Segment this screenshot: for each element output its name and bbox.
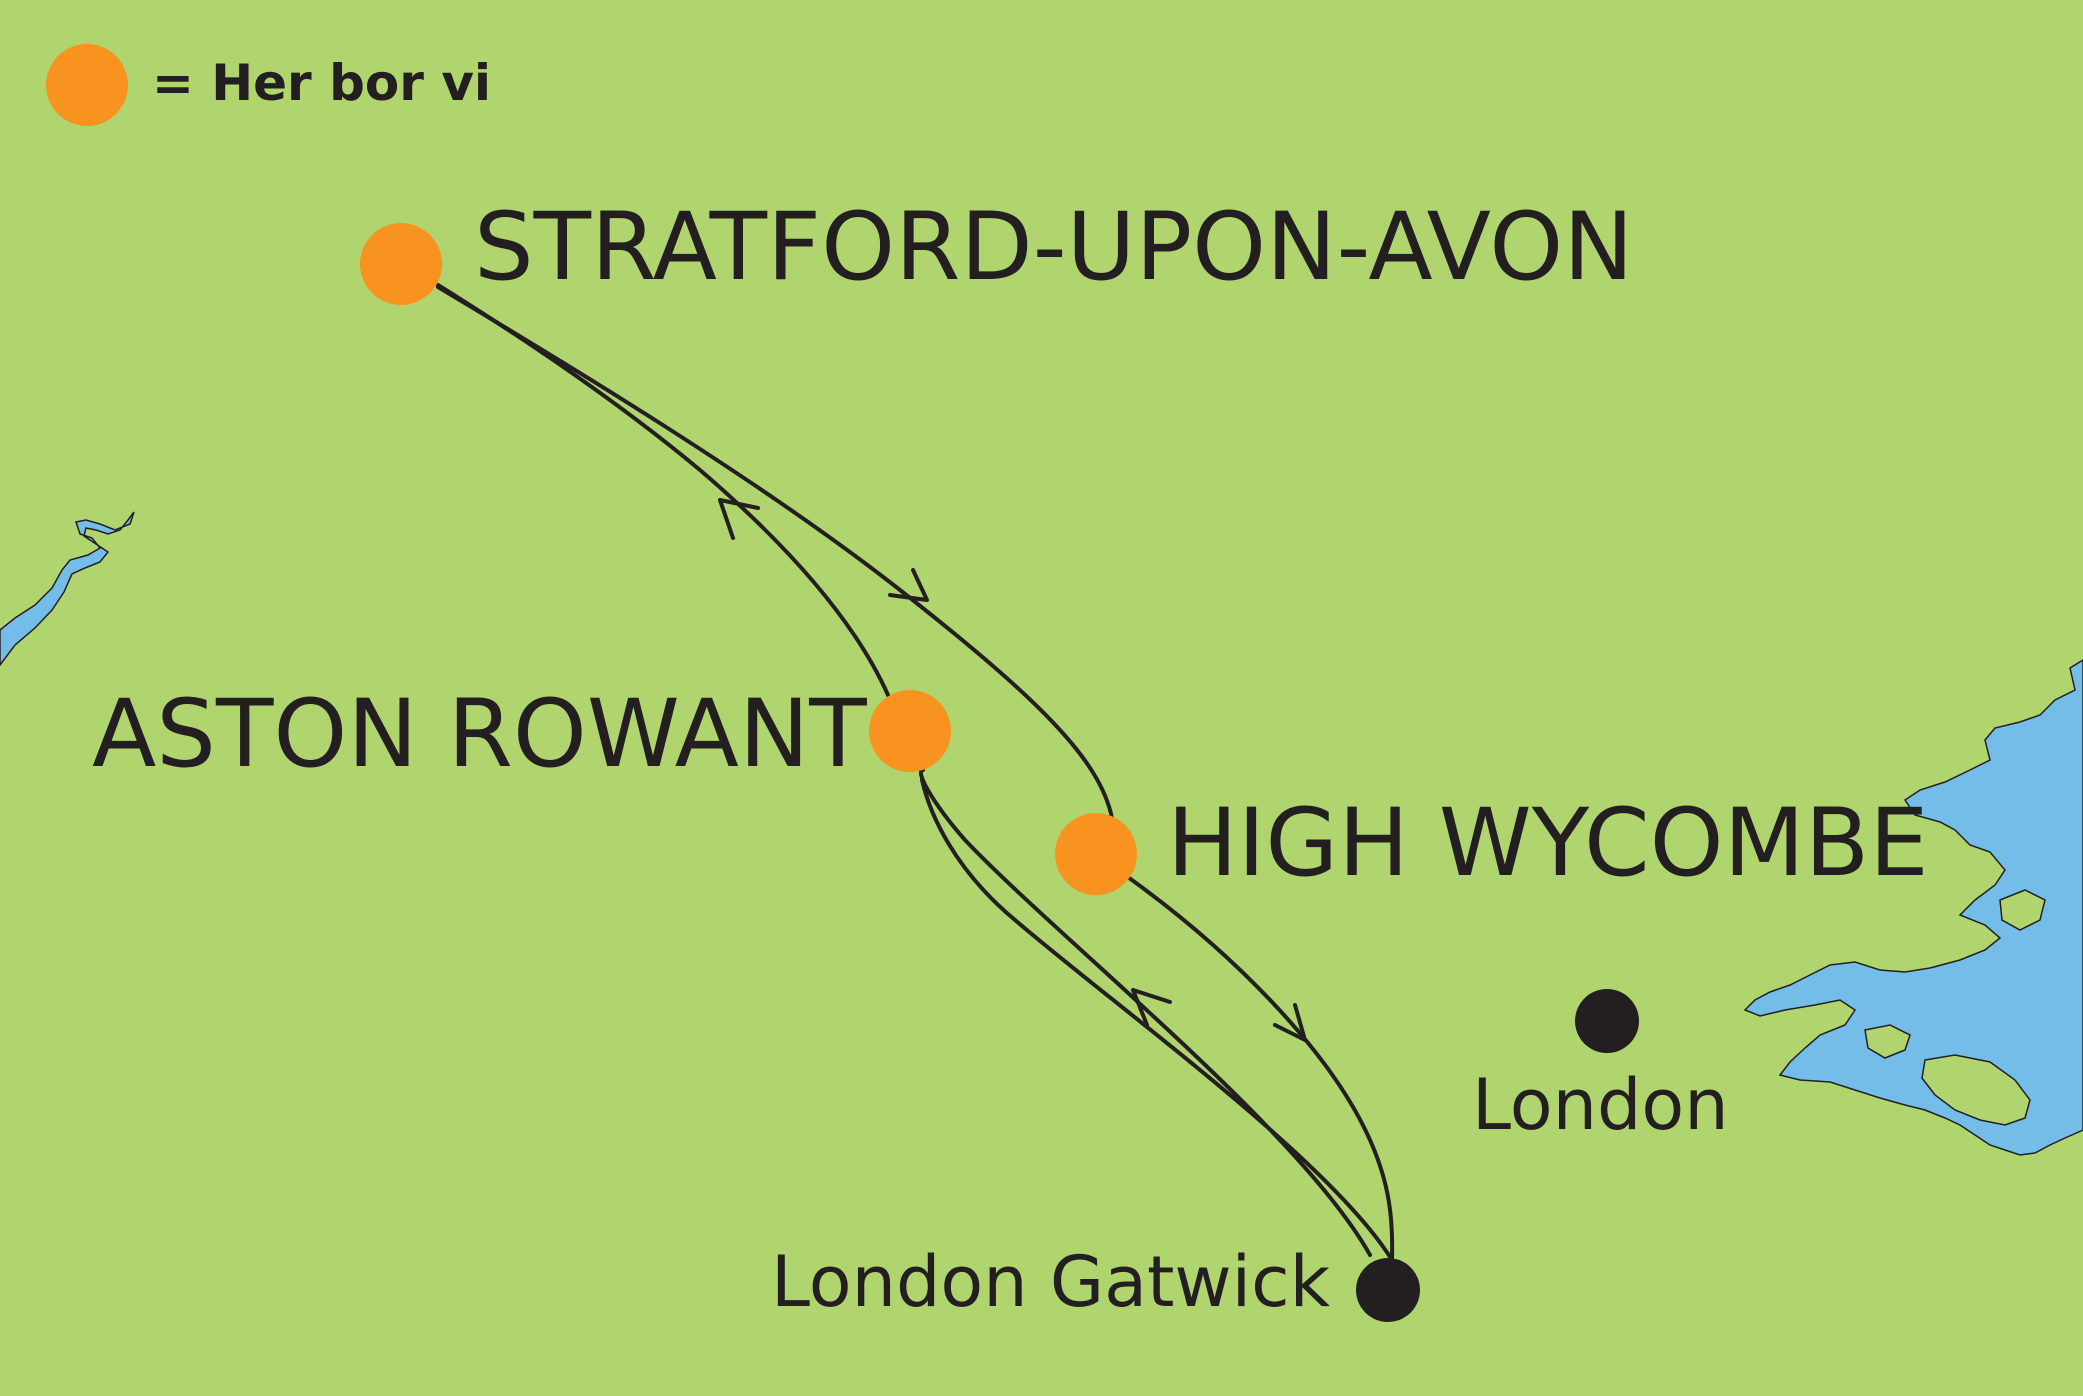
route-gatwick-to-aston-rowant-b (920, 778, 1394, 1262)
gatwick-marker[interactable] (1356, 1258, 1420, 1322)
arrow-icon (718, 498, 760, 540)
london-label: London (1472, 1064, 1729, 1146)
route-arrows (718, 498, 1307, 1042)
estuary-island (1864, 1024, 1911, 1059)
route-gatwick-to-aston-rowant (918, 768, 1372, 1257)
route-high-wycombe-to-gatwick (1123, 873, 1395, 1260)
thames-estuary-water (1743, 659, 2083, 1156)
estuary-island (1999, 889, 2046, 931)
aston-rowant-label: ASTON ROWANT (92, 680, 867, 789)
high-wycombe-marker[interactable] (1055, 813, 1137, 895)
aston-rowant-marker[interactable] (869, 690, 951, 772)
route-stratford-to-high-wycombe (436, 285, 1114, 820)
legend-home-marker (46, 44, 128, 126)
gatwick-label: London Gatwick (771, 1241, 1331, 1323)
stratford-label: STRATFORD-UPON-AVON (474, 193, 1634, 302)
high-wycombe-label: HIGH WYCOMBE (1167, 789, 1929, 898)
arrow-icon (888, 568, 929, 602)
western-river-water (0, 511, 135, 667)
estuary-island (1921, 1054, 2031, 1126)
london-marker[interactable] (1575, 989, 1639, 1053)
stratford-marker[interactable] (360, 223, 442, 305)
legend-label: = Her bor vi (152, 54, 492, 112)
route-aston-rowant-to-stratford (436, 283, 890, 697)
arrow-icon (1273, 1003, 1307, 1042)
route-lines (436, 283, 1395, 1262)
arrow-icon (1131, 988, 1172, 1027)
